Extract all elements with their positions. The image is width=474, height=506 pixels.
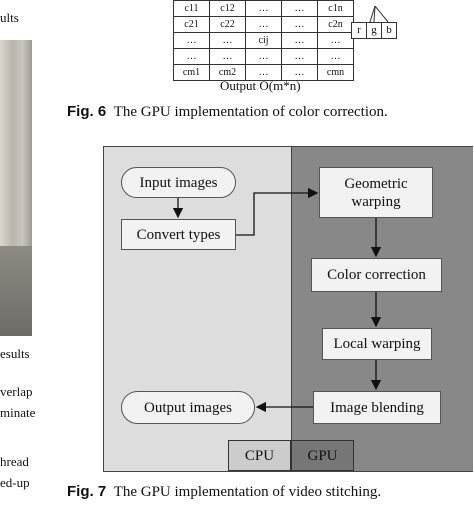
fig7-text: The GPU implementation of video stitchin… bbox=[113, 484, 382, 500]
fig6-text: The GPU implementation of color correcti… bbox=[113, 104, 388, 120]
matrix-cell: … bbox=[281, 48, 318, 65]
output-images-node: Output images bbox=[121, 391, 255, 424]
matrix-cell: c22 bbox=[209, 16, 246, 33]
convert-types-node: Convert types bbox=[121, 219, 236, 250]
matrix-row: ……cij…… bbox=[173, 32, 354, 49]
color-correction-node: Color correction bbox=[311, 258, 442, 292]
matrix-cell: … bbox=[209, 32, 246, 49]
matrix-cell: cij bbox=[245, 32, 282, 49]
image-blending-node: Image blending bbox=[313, 391, 441, 424]
local-warping-node: Local warping bbox=[322, 328, 432, 360]
input-images-node: Input images bbox=[121, 167, 236, 198]
matrix-cell: … bbox=[281, 0, 318, 17]
gpu-tag: GPU bbox=[291, 440, 354, 471]
matrix-cell: … bbox=[209, 48, 246, 65]
matrix-cell: … bbox=[245, 48, 282, 65]
fig6-label: Fig. 6 bbox=[67, 103, 107, 120]
rgb-cell: g bbox=[366, 22, 382, 39]
matrix-cell: … bbox=[317, 32, 354, 49]
left-text-fragment: minate bbox=[0, 405, 36, 420]
fig6-caption: Fig. 6 The GPU implementation of color c… bbox=[67, 103, 388, 121]
matrix-cell: cmn bbox=[317, 64, 354, 81]
matrix-cell: … bbox=[173, 48, 210, 65]
video-stitching-diagram: Input images Convert types Output images… bbox=[103, 146, 473, 472]
photo-fragment bbox=[0, 40, 32, 336]
matrix-row: …………… bbox=[173, 48, 354, 65]
matrix-cell: c11 bbox=[173, 0, 210, 17]
rgb-cell: r bbox=[351, 22, 367, 39]
matrix-cell: cm1 bbox=[173, 64, 210, 81]
left-text-fragment: esults bbox=[0, 346, 30, 361]
matrix-cell: … bbox=[281, 64, 318, 81]
rgb-cell: b bbox=[381, 22, 397, 39]
fig7-caption: Fig. 7 The GPU implementation of video s… bbox=[67, 483, 381, 501]
cpu-tag: CPU bbox=[228, 440, 291, 471]
left-text-fragment: ults bbox=[0, 10, 19, 25]
left-text-fragment: verlap bbox=[0, 384, 33, 399]
matrix-cell: … bbox=[245, 16, 282, 33]
pixel-branch-lines bbox=[369, 5, 389, 23]
geometric-warping-node: Geometric warping bbox=[319, 167, 433, 218]
left-text-fragment: hread bbox=[0, 454, 29, 469]
left-text-fragment: ed-up bbox=[0, 475, 30, 490]
matrix-cell: … bbox=[281, 16, 318, 33]
matrix-cell: … bbox=[281, 32, 318, 49]
matrix-cell: cm2 bbox=[209, 64, 246, 81]
matrix-output-label: Output O(m*n) bbox=[220, 78, 301, 93]
matrix-cell: … bbox=[245, 0, 282, 17]
matrix-cell: … bbox=[173, 32, 210, 49]
matrix-cell: c12 bbox=[209, 0, 246, 17]
matrix-cell: c21 bbox=[173, 16, 210, 33]
fig7-label: Fig. 7 bbox=[67, 483, 107, 500]
flow-arrows bbox=[172, 187, 382, 413]
matrix-cell: … bbox=[317, 48, 354, 65]
